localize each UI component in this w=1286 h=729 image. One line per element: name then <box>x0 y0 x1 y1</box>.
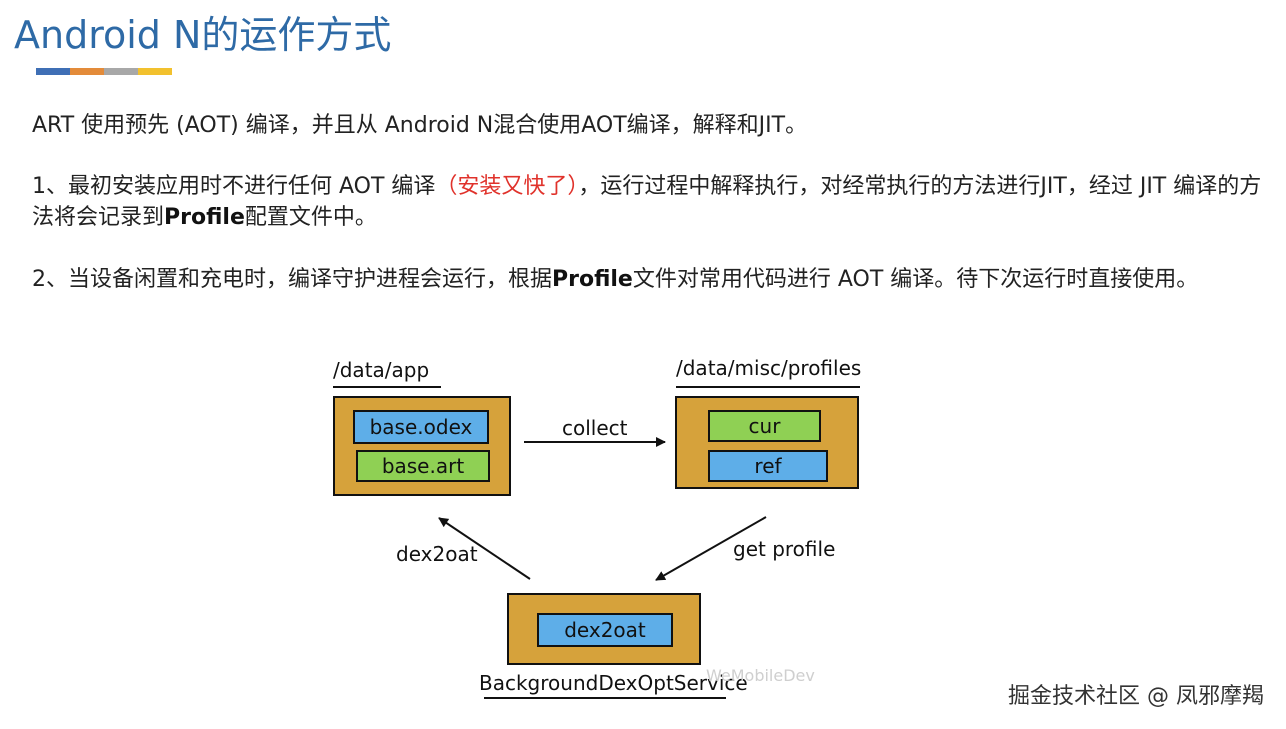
dex2oat-edge-label: dex2oat <box>396 542 478 566</box>
service-name-underline <box>484 697 726 699</box>
accent-segment-yellow <box>138 68 172 75</box>
watermark: WeMobileDev <box>706 666 815 685</box>
step-2-paragraph: 2、当设备闲置和充电时，编译守护进程会运行，根据Profile文件对常用代码进行… <box>32 264 1272 295</box>
step-2-profile-keyword: Profile <box>552 267 633 292</box>
profiles-dir-label: /data/misc/profiles <box>676 356 862 380</box>
cur-chip: cur <box>708 410 821 442</box>
service-box: dex2oat <box>507 593 701 665</box>
service-name-label: BackgroundDexOptService <box>479 671 748 695</box>
app-dir-box: base.odex base.art <box>333 396 511 496</box>
profiles-dir-box: cur ref <box>675 396 859 489</box>
page-title: Android N的运作方式 <box>14 13 392 57</box>
profiles-dir-underline <box>676 386 860 388</box>
app-dir-underline <box>333 386 441 388</box>
get-profile-label: get profile <box>733 537 836 561</box>
step-1-text-c: 配置文件中。 <box>244 205 377 230</box>
collect-label: collect <box>562 416 628 440</box>
accent-segment-blue <box>36 68 70 75</box>
dex2oat-chip: dex2oat <box>537 613 673 647</box>
accent-segment-orange <box>70 68 104 75</box>
step-1-text-a: 1、最初安装应用时不进行任何 AOT 编译 <box>32 174 436 199</box>
ref-chip: ref <box>708 450 828 482</box>
step-1-highlight: （安装又快了） <box>435 174 579 199</box>
base-art-chip: base.art <box>356 450 490 482</box>
step-1-paragraph: 1、最初安装应用时不进行任何 AOT 编译（安装又快了），运行过程中解释执行，对… <box>32 171 1272 233</box>
step-1-text-b: ，运行过程中解释执行，对经常执行的方法进行JIT，经过 JIT 编译的方法将会记… <box>32 174 1262 230</box>
accent-segment-gray <box>104 68 138 75</box>
step-2-text-a: 2、当设备闲置和充电时，编译守护进程会运行，根据 <box>32 267 552 292</box>
step-2-text-b: 文件对常用代码进行 AOT 编译。待下次运行时直接使用。 <box>632 267 1199 292</box>
credit-text: 掘金技术社区 @ 凤邪摩羯 <box>1008 684 1264 709</box>
intro-text: ART 使用预先 (AOT) 编译，并且从 Android N混合使用AOT编译… <box>32 113 808 138</box>
title-accent-bar <box>36 68 172 75</box>
intro-paragraph: ART 使用预先 (AOT) 编译，并且从 Android N混合使用AOT编译… <box>32 110 1272 141</box>
app-dir-label: /data/app <box>333 358 430 382</box>
base-odex-chip: base.odex <box>353 410 489 444</box>
step-1-profile-keyword: Profile <box>164 205 245 230</box>
